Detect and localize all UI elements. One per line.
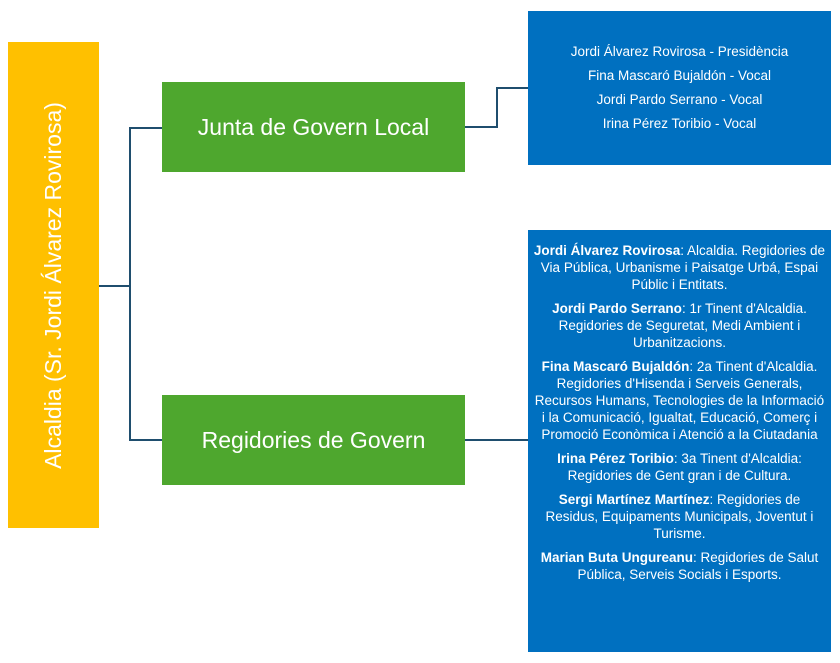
connector xyxy=(99,285,130,287)
regidor-name: Fina Mascaró Bujaldón xyxy=(541,359,690,374)
regidor-desc: : Alcaldia. Regidories de Via Pública, U… xyxy=(540,243,826,292)
connector xyxy=(465,126,497,128)
member: Jordi Pardo Serrano - Vocal xyxy=(596,92,763,107)
regidor-item: Jordi Pardo Serrano: 1r Tinent d'Alcaldi… xyxy=(532,300,827,351)
regidories-node: Regidories de Govern xyxy=(162,395,465,485)
regidor-item: Jordi Álvarez Rovirosa: Alcaldia. Regido… xyxy=(532,242,827,293)
regidor-item: Irina Pérez Toribio: 3a Tinent d'Alcaldi… xyxy=(532,450,827,484)
regidor-desc: : Regidories de Salut Pública, Serveis S… xyxy=(577,550,819,582)
regidor-item: Sergi Martínez Martínez: Regidories de R… xyxy=(532,491,827,542)
regidor-name: Irina Pérez Toribio xyxy=(557,451,674,466)
alcaldia-label: Alcaldia (Sr. Jordi Álvarez Rovirosa) xyxy=(40,101,66,469)
regidor-desc: : 3a Tinent d'Alcaldia: Regidories de Ge… xyxy=(567,451,802,483)
member: Irina Pérez Toribio - Vocal xyxy=(602,116,757,131)
regidories-box: Jordi Álvarez Rovirosa: Alcaldia. Regido… xyxy=(528,230,831,652)
member: Jordi Álvarez Rovirosa - Presidència xyxy=(570,44,789,59)
member: Fina Mascaró Bujaldón - Vocal xyxy=(587,68,772,83)
regidor-name: Jordi Pardo Serrano xyxy=(552,301,682,316)
connector xyxy=(465,439,528,441)
regidories-title: Regidories de Govern xyxy=(201,426,426,453)
regidor-name: Jordi Álvarez Rovirosa xyxy=(533,243,681,258)
connector xyxy=(496,87,528,89)
regidor-desc: : 1r Tinent d'Alcaldia. Regidories de Se… xyxy=(558,301,807,350)
regidor-desc: : 2a Tinent d'Alcaldia. Regidories d'His… xyxy=(534,359,825,442)
regidor-name: Marian Buta Ungureanu xyxy=(540,550,693,565)
junta-title: Junta de Govern Local xyxy=(197,113,430,140)
regidor-name: Sergi Martínez Martínez xyxy=(558,492,710,507)
alcaldia-node: Alcaldia (Sr. Jordi Álvarez Rovirosa) xyxy=(8,42,99,528)
connector xyxy=(129,127,131,441)
regidor-item: Marian Buta Ungureanu: Regidories de Sal… xyxy=(532,549,827,583)
regidor-desc: : Regidories de Residus, Equipaments Mun… xyxy=(545,492,814,541)
connector xyxy=(129,439,162,441)
connector xyxy=(496,87,498,128)
regidor-item: Fina Mascaró Bujaldón: 2a Tinent d'Alcal… xyxy=(532,358,827,443)
junta-members-box: Jordi Álvarez Rovirosa - Presidència Fin… xyxy=(528,11,831,165)
connector xyxy=(129,127,162,129)
junta-node: Junta de Govern Local xyxy=(162,82,465,172)
